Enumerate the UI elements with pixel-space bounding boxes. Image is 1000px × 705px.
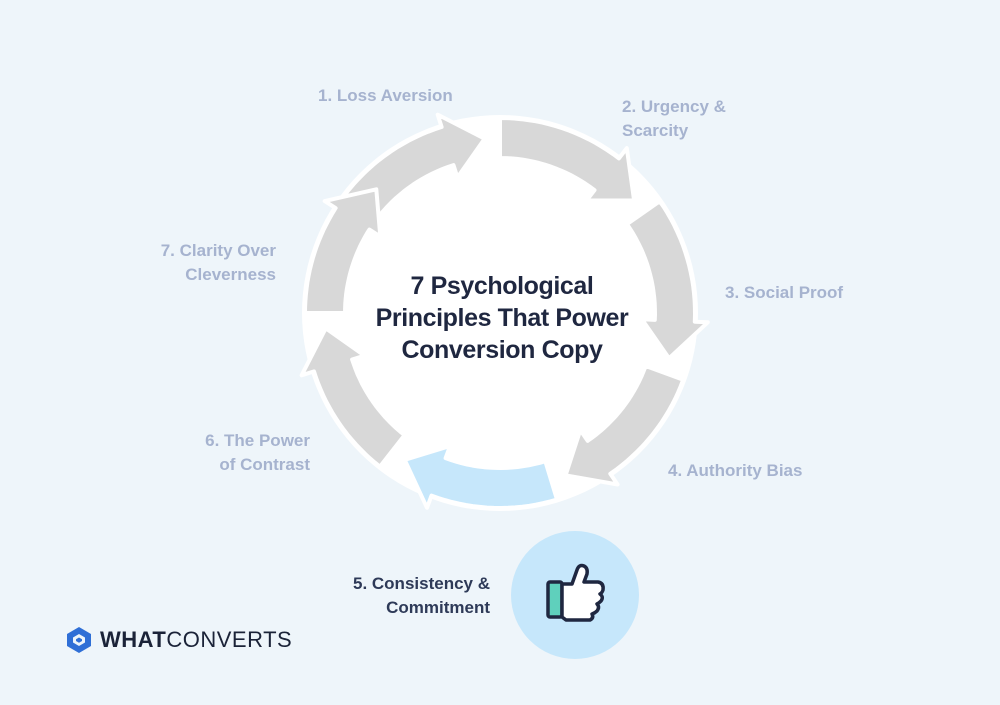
cycle-arrow-5	[402, 444, 559, 510]
cycle-arrow-3	[625, 199, 710, 361]
step-label-7: 7. Clarity Over Cleverness	[160, 241, 276, 284]
cycle-backdrop	[302, 115, 698, 511]
step-label-3: 3. Social Proof	[725, 283, 844, 302]
logo-light-text: CONVERTS	[166, 627, 293, 652]
logo-hexagon-icon	[67, 627, 91, 653]
step-label-2: 2. Urgency & Scarcity	[622, 97, 726, 140]
logo-wordmark: WHATCONVERTS	[100, 627, 292, 653]
whatconverts-logo: WHATCONVERTS	[66, 626, 292, 654]
thumbs-up-icon	[546, 563, 605, 622]
cycle-arrow-6	[299, 326, 407, 469]
step-label-6: 6. The Power of Contrast	[205, 431, 310, 474]
diagram-title: 7 Psychological Principles That Power Co…	[375, 272, 629, 364]
cycle-arrow-4	[563, 364, 686, 487]
step-label-5: 5. Consistency & Commitment	[353, 574, 490, 617]
step-label-4: 4. Authority Bias	[668, 461, 803, 480]
cycle-arrow-2	[498, 116, 637, 203]
step-label-1: 1. Loss Aversion	[318, 86, 453, 105]
cycle-arrow-7	[303, 187, 383, 315]
highlight-badge	[511, 531, 639, 659]
logo-bold-text: WHAT	[100, 627, 167, 652]
